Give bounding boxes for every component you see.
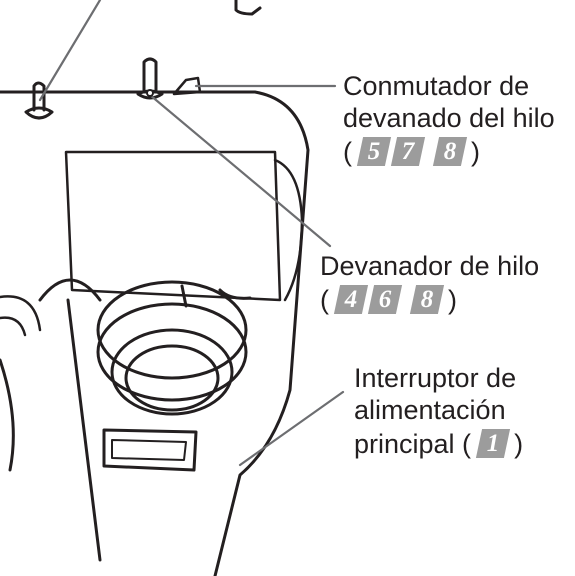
bobbin-winder-refs-row: ( 4 6 8 ) xyxy=(320,282,539,316)
arm-curve xyxy=(0,295,42,332)
winding-switch-line2: devanado del hilo xyxy=(343,103,555,133)
step-badge: 8 xyxy=(432,137,467,167)
rear-panel xyxy=(64,150,282,302)
bobbin-winder-base xyxy=(136,89,164,100)
power-switch-rocker xyxy=(111,439,187,461)
spool-pin-left xyxy=(32,81,46,112)
spool-pin-base-left xyxy=(24,106,54,120)
close-paren: ) xyxy=(514,428,524,459)
leader-spool xyxy=(38,0,102,102)
power-switch-line2: alimentación xyxy=(354,395,506,425)
left-edge-curve xyxy=(0,358,15,472)
winding-switch-lever xyxy=(172,76,202,96)
panel-shoulder xyxy=(38,278,102,302)
winding-switch-label: Conmutador de devanado del hilo ( 5 7 8 … xyxy=(343,70,555,168)
open-paren: ( xyxy=(343,136,352,167)
handwheel-knob xyxy=(180,284,188,308)
handwheel-inner xyxy=(110,328,234,416)
leader-power-switch xyxy=(238,390,345,467)
top-clip-shape xyxy=(234,0,262,16)
step-badge: 6 xyxy=(367,285,402,315)
bobbin-winder-label: Devanador de hilo ( 4 6 8 ) xyxy=(320,250,539,316)
power-switch-refs-row: principal ( 1 ) xyxy=(354,426,523,460)
handwheel-outer xyxy=(96,280,248,380)
winding-switch-line1: Conmutador de xyxy=(343,71,530,101)
step-badge: 5 xyxy=(356,137,391,167)
step-badge: 1 xyxy=(475,429,510,459)
arm-curve-inner xyxy=(0,316,27,337)
step-references: 4 6 8 xyxy=(333,285,444,315)
step-badge: 8 xyxy=(409,285,444,315)
bobbin-winder-line1: Devanador de hilo xyxy=(320,251,540,281)
close-paren: ) xyxy=(448,284,458,315)
step-badge: 7 xyxy=(390,137,425,167)
handwheel-center xyxy=(124,344,220,412)
power-switch-line3: principal ( xyxy=(354,428,472,459)
close-paren: ) xyxy=(471,136,481,167)
panel-side-curve xyxy=(273,158,304,302)
step-references: 5 7 8 xyxy=(356,137,467,167)
machine-body-outline xyxy=(0,90,310,576)
power-switch-line1: Interruptor de xyxy=(354,363,517,393)
main-power-switch-label: Interruptor de alimentación principal ( … xyxy=(354,362,523,460)
step-references: 1 xyxy=(475,429,510,459)
lower-arm-line xyxy=(66,298,102,562)
winding-switch-refs-row: ( 5 7 8 ) xyxy=(343,134,555,168)
bobbin-winder-shaft xyxy=(142,57,158,94)
leader-anchor-bobbin xyxy=(146,89,154,97)
step-badge: 4 xyxy=(333,285,368,315)
power-switch-body xyxy=(102,428,198,472)
open-paren: ( xyxy=(320,284,329,315)
leader-bobbin-winder xyxy=(148,93,332,248)
thread-guide-bump xyxy=(218,288,252,300)
handwheel-mid xyxy=(96,302,248,402)
